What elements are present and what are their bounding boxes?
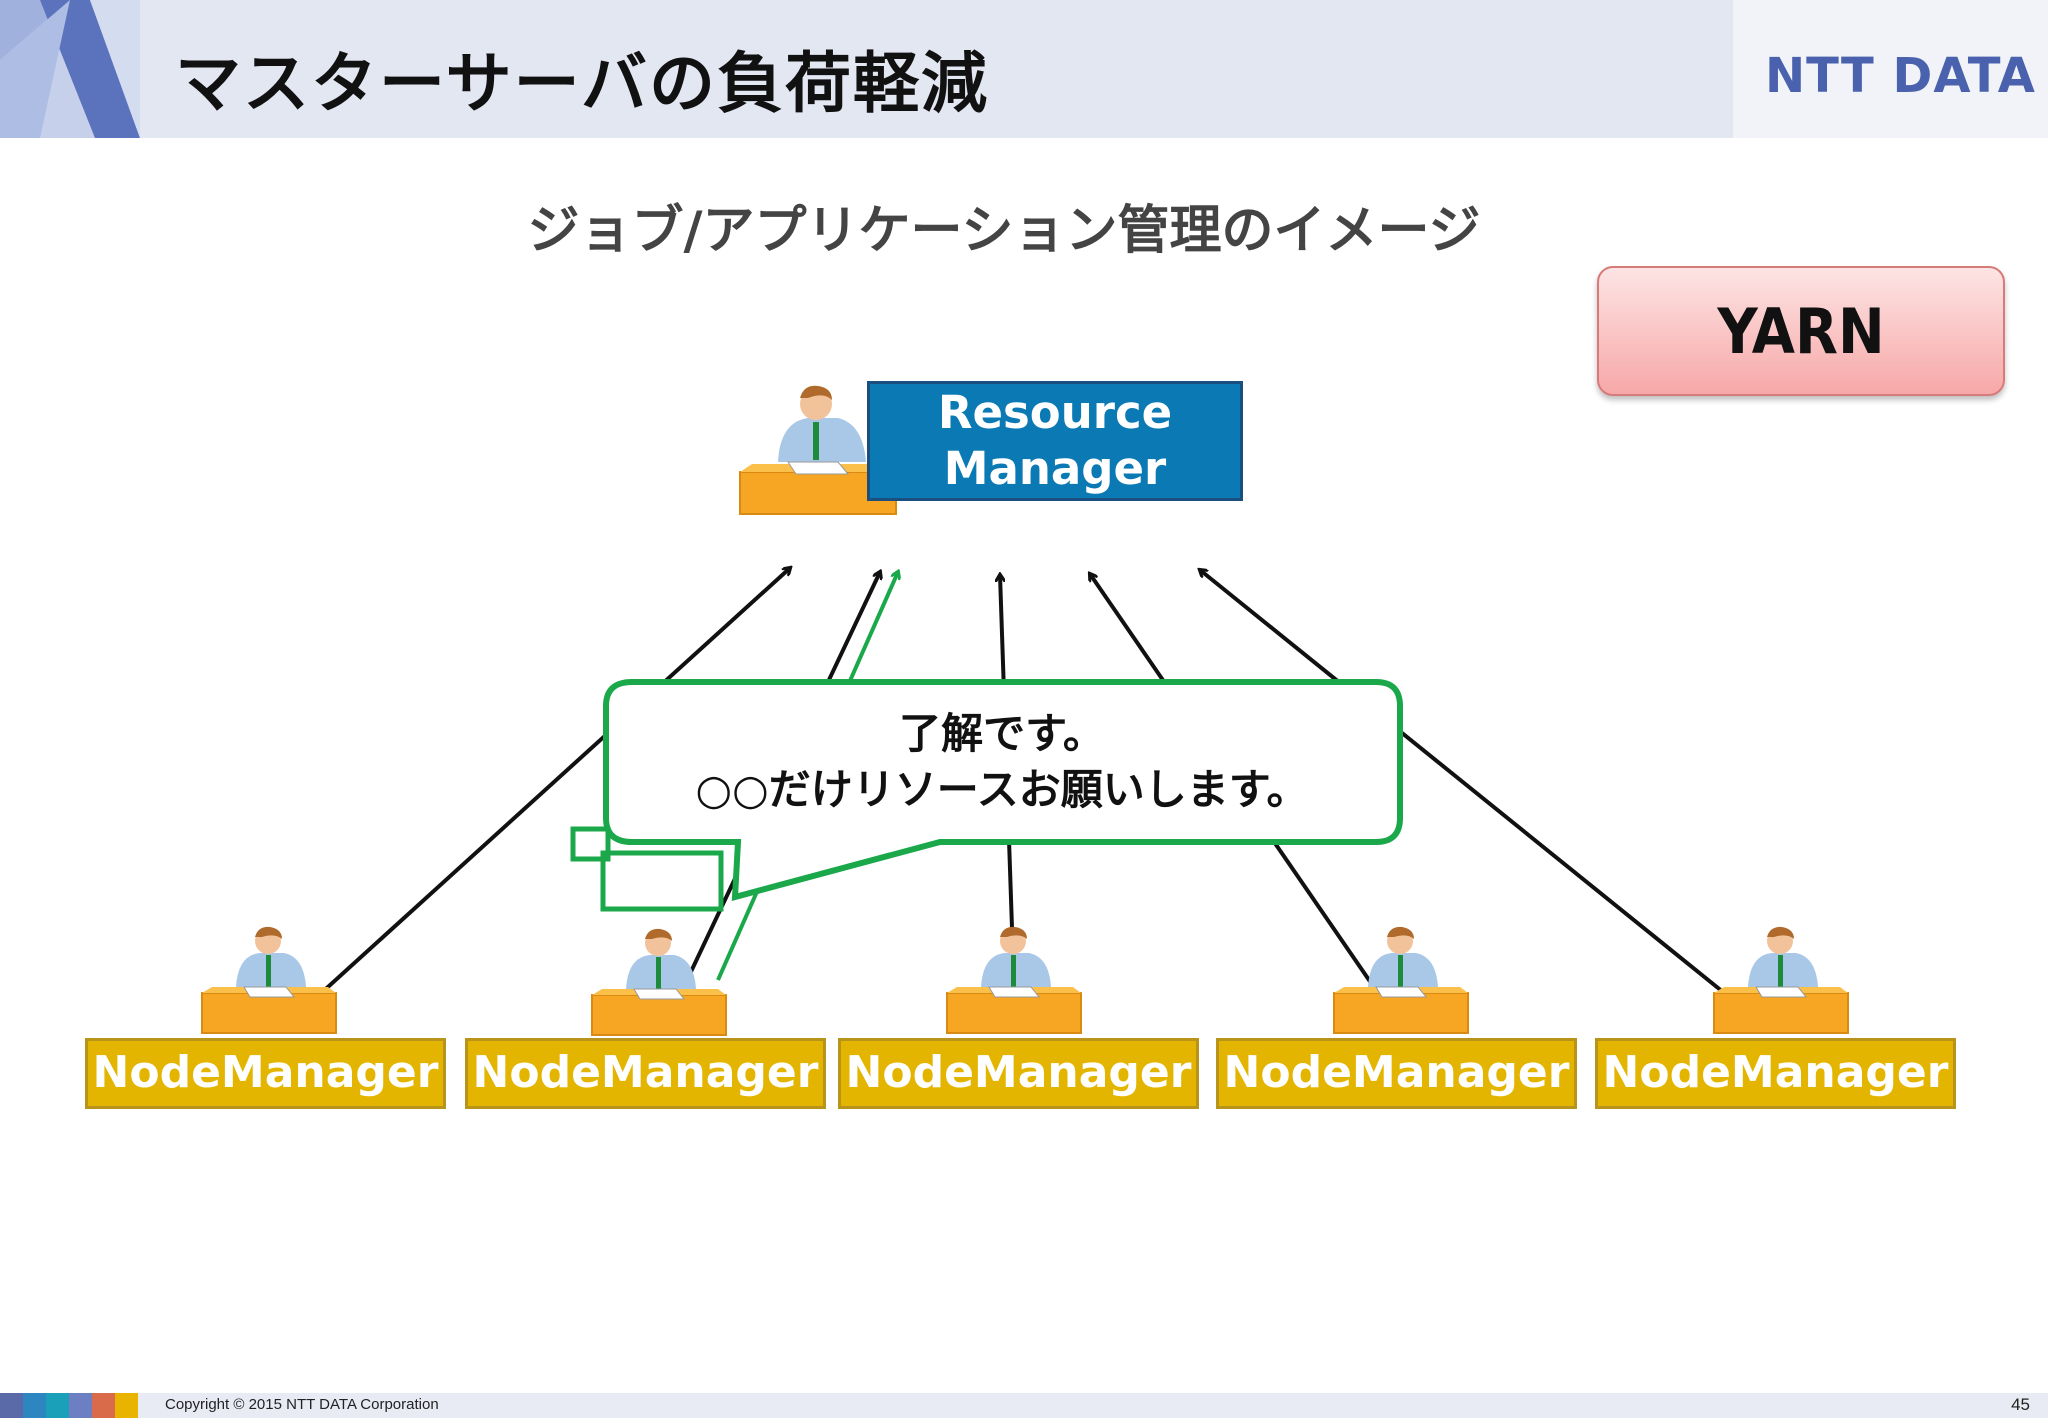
header-pattern: [0, 0, 140, 138]
ntt-data-logo: NTT DATA: [1765, 48, 2036, 104]
header-logo-area: [1733, 0, 2048, 138]
diagram-subtitle: ジョブ/アプリケーション管理のイメージ: [0, 188, 2048, 263]
bubble-line-1: 了解です。: [899, 709, 1105, 758]
slide-title: マスターサーバの負荷軽減: [175, 45, 990, 122]
bubble-line-2: ○○だけリソースお願いします。: [695, 765, 1309, 814]
rm-worker-icon: [739, 385, 897, 515]
node-manager-box: NodeManager: [838, 1038, 1199, 1109]
footer-square-2: [23, 1393, 46, 1418]
node-manager-box: NodeManager: [465, 1038, 826, 1109]
header-decoration: [0, 0, 140, 138]
node-worker-icon: [1713, 926, 1849, 1034]
node-manager-box: NodeManager: [1216, 1038, 1577, 1109]
footer-bar: [0, 1393, 2048, 1418]
bubble-tail-rect-small: [570, 826, 611, 862]
node-worker-icon: [946, 926, 1082, 1034]
node-manager-box: NodeManager: [85, 1038, 446, 1109]
yarn-badge: YARN: [1597, 266, 2005, 396]
slide-header: [0, 0, 2048, 138]
page-number: 45: [2011, 1395, 2030, 1414]
bubble-text: 了解です。 ○○だけリソースお願いします。: [604, 706, 1400, 818]
footer-square-1: [0, 1393, 23, 1418]
footer-square-5: [92, 1393, 115, 1418]
arrow-node5-to-rm: [1200, 570, 1730, 998]
node-worker-icon: [201, 926, 337, 1034]
rm-label-line-2: Manager: [943, 442, 1167, 495]
footer-square-4: [69, 1393, 92, 1418]
node-worker-icon: [591, 928, 727, 1036]
diagram-subtitle-text: ジョブ/アプリケーション管理のイメージ: [527, 201, 1481, 261]
resource-manager-box: Resource Manager: [867, 381, 1243, 501]
footer-square-3: [46, 1393, 69, 1418]
node-manager-box: NodeManager: [1595, 1038, 1956, 1109]
speech-bubble: [603, 679, 1403, 901]
bubble-tail-rect-large: [600, 850, 724, 912]
copyright-text: Copyright © 2015 NTT DATA Corporation: [165, 1396, 439, 1413]
node-worker-icon: [1333, 926, 1469, 1034]
rm-label-line-1: Resource: [937, 386, 1173, 439]
footer-square-6: [115, 1393, 138, 1418]
arrow-node1-to-rm: [316, 568, 790, 998]
